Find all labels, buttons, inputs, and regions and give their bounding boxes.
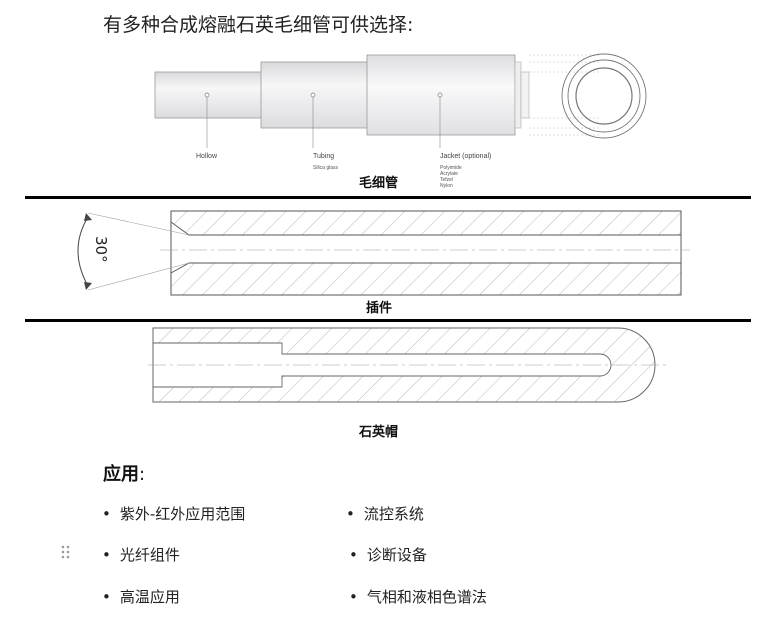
list-item-text: 高温应用 — [119, 588, 180, 606]
hollow-label: Hollow — [196, 153, 218, 160]
angle-label: 30° — [92, 236, 110, 263]
list-item: •高温应用 — [102, 588, 180, 606]
divider-line — [25, 196, 751, 199]
angle-label-wrap: 30° — [88, 236, 114, 266]
drag-handle-icon[interactable] — [60, 544, 72, 560]
list-item: •光纤组件 — [102, 546, 180, 564]
capillary-diagram — [154, 53, 647, 148]
list-item-text: 诊断设备 — [366, 546, 427, 564]
end-view — [561, 53, 647, 139]
list-item: •流控系统 — [346, 505, 424, 523]
list-item: •诊断设备 — [349, 546, 427, 564]
applications-title-colon: : — [139, 464, 146, 485]
tubing-label: Tubing — [313, 153, 335, 160]
jacket-label: Jacket (optional) — [440, 153, 492, 160]
list-item-text: 流控系统 — [363, 505, 424, 523]
jacket-sub-item: Nylon — [440, 183, 453, 189]
list-item-text: 光纤组件 — [119, 546, 180, 564]
jacket-sub-item: Acrylate — [440, 171, 459, 177]
jacket-sub-item: Tefzel — [440, 177, 454, 183]
list-item: •紫外-红外应用范围 — [102, 505, 246, 523]
list-item-text: 气相和液相色谱法 — [366, 588, 487, 606]
insert-diagram — [77, 210, 690, 296]
jacket-sub-list: Polyimide Acrylate Tefzel Nylon — [440, 165, 462, 189]
tubing-sub-label: Silica glass — [313, 165, 339, 171]
divider-line — [25, 319, 751, 322]
tubing-layer — [260, 61, 370, 129]
cap-caption: 石英帽 — [359, 425, 399, 440]
applications-title-text: 应用 — [103, 464, 139, 485]
applications-title: 应用: — [103, 460, 145, 486]
insert-caption: 插件 — [366, 301, 393, 316]
capillary-caption: 毛细管 — [359, 176, 399, 191]
intro-text: 有多种合成熔融石英毛细管可供选择: — [103, 14, 414, 36]
list-item: •气相和液相色谱法 — [349, 588, 487, 606]
cap-diagram — [148, 327, 670, 403]
list-item-text: 紫外-红外应用范围 — [119, 505, 246, 523]
jacket-sub-item: Polyimide — [440, 165, 462, 171]
